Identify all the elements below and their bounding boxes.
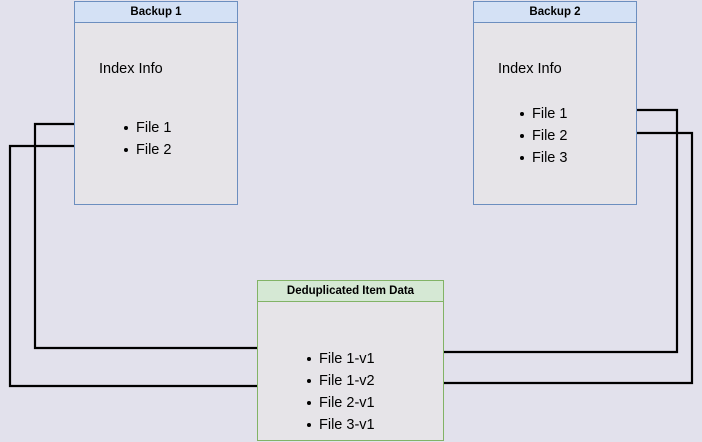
list-item: File 2 — [519, 125, 567, 147]
backup2-file-list: File 1 File 2 File 3 — [519, 103, 567, 169]
list-item: File 1-v1 — [306, 348, 375, 370]
backup1-title: Backup 1 — [75, 2, 237, 23]
dedup-body: File 1-v1 File 1-v2 File 2-v1 File 3-v1 — [258, 302, 443, 440]
backup1-body: Index Info File 1 File 2 — [75, 23, 237, 204]
backup1-file-list: File 1 File 2 — [123, 117, 171, 161]
list-item: File 2-v1 — [306, 392, 375, 414]
list-item: File 3-v1 — [306, 414, 375, 436]
list-item: File 1-v2 — [306, 370, 375, 392]
list-item: File 1 — [123, 117, 171, 139]
backup1-box: Backup 1 Index Info File 1 File 2 — [74, 1, 238, 205]
list-item: File 3 — [519, 147, 567, 169]
backup2-body: Index Info File 1 File 2 File 3 — [474, 23, 636, 204]
list-item: File 1 — [519, 103, 567, 125]
backup1-index-label: Index Info — [99, 61, 163, 77]
dedup-title: Deduplicated Item Data — [258, 281, 443, 302]
dedup-file-list: File 1-v1 File 1-v2 File 2-v1 File 3-v1 — [306, 348, 375, 436]
backup2-title: Backup 2 — [474, 2, 636, 23]
backup2-index-label: Index Info — [498, 61, 562, 77]
dedup-box: Deduplicated Item Data File 1-v1 File 1-… — [257, 280, 444, 441]
list-item: File 2 — [123, 139, 171, 161]
backup2-box: Backup 2 Index Info File 1 File 2 File 3 — [473, 1, 637, 205]
